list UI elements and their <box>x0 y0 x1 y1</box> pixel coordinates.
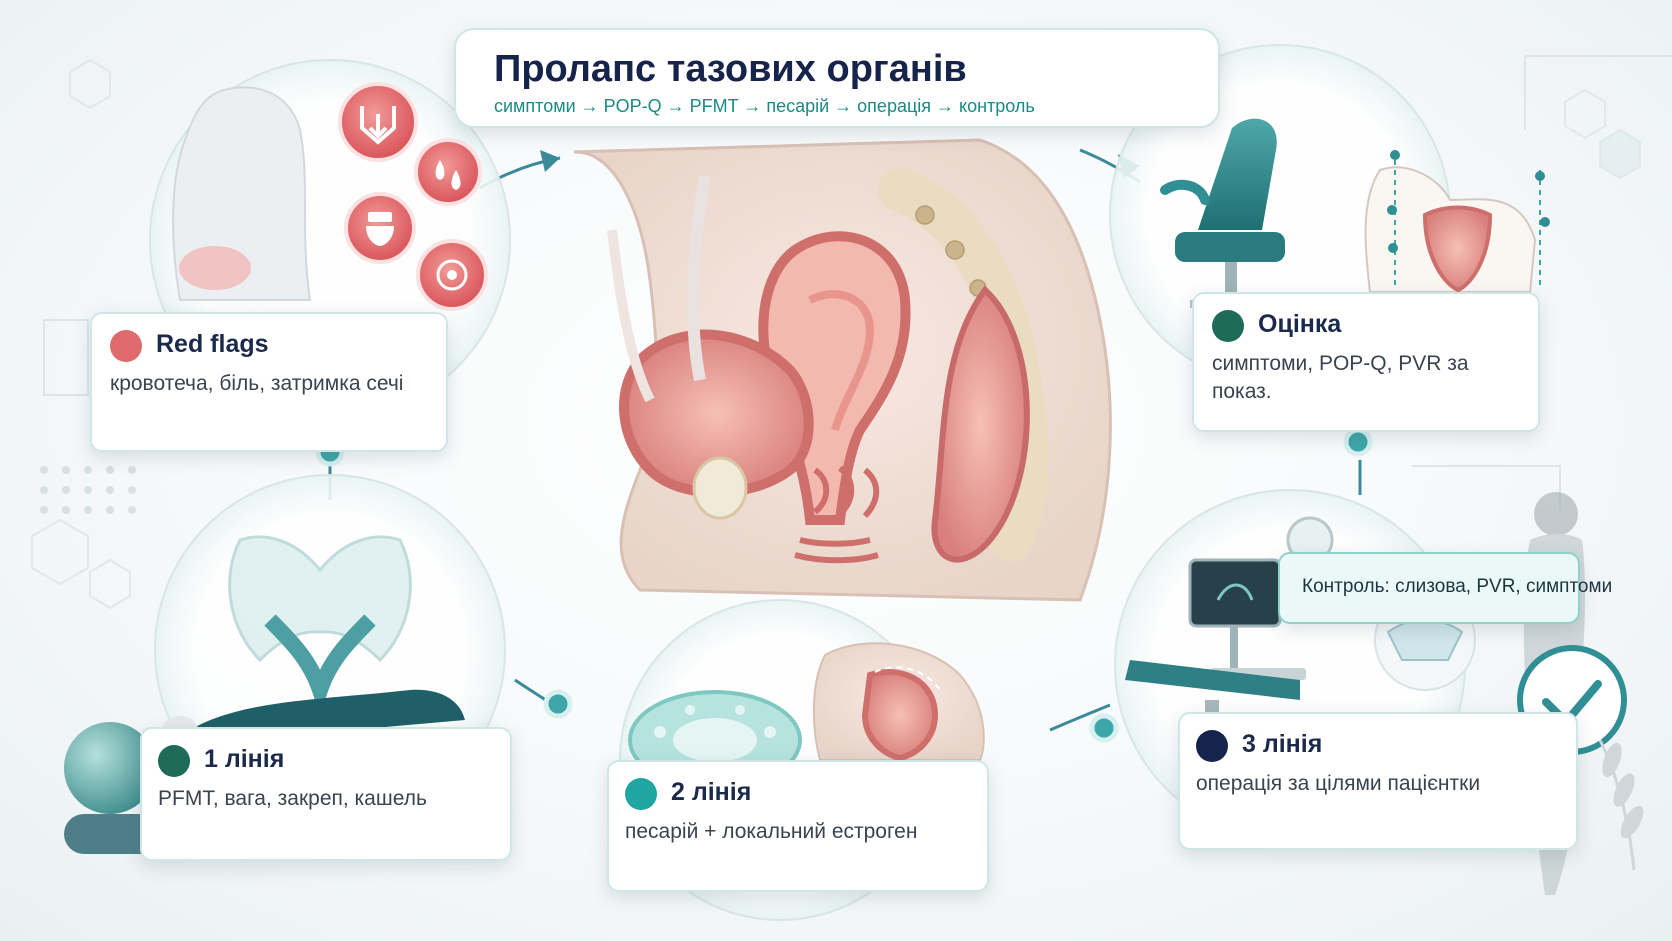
pelvis-xray-illustration <box>228 535 412 716</box>
card-line2-text: песарій + локальний естроген <box>625 820 918 843</box>
card-assessment: Оцінка симптоми, POP-Q, PVR за показ. <box>1192 292 1540 432</box>
prolapse-arrow-icon <box>338 82 418 162</box>
card-assessment-title: Оцінка <box>1258 310 1342 338</box>
pessary-anatomy-illustration <box>812 642 985 762</box>
card-line1: 1 лінія PFMT, вага, закреп, кашель <box>140 727 512 861</box>
decor-hexagons <box>31 58 1641 610</box>
card-line3-text: операція за цілями пацієнтки <box>1196 772 1481 795</box>
pain-target-icon <box>416 239 488 311</box>
flow-subtitle: симптоми → POP-Q → PFMT → песарій → опер… <box>494 96 1035 116</box>
page-title: Пролапс тазових органів <box>494 48 967 90</box>
exam-chair-icon <box>1160 118 1285 308</box>
card-assessment-text: симптоми, POP-Q, PVR за показ. <box>1212 352 1469 403</box>
card-line1-text: PFMT, вага, закреп, кашель <box>158 787 427 810</box>
title-card: Пролапс тазових органів симптоми → POP-Q… <box>454 28 1220 128</box>
card-line2: 2 лінія песарій + локальний естроген <box>607 760 989 892</box>
card-red-flags-text: кровотеча, біль, затримка сечі <box>110 372 404 395</box>
card-line3-title: 3 лінія <box>1242 730 1323 758</box>
status-dot-red <box>110 330 142 362</box>
status-dot-green <box>158 745 190 777</box>
droplets-icon <box>414 138 482 206</box>
status-dot-teal <box>625 778 657 810</box>
popq-diagram <box>1364 150 1550 293</box>
card-line3: 3 лінія операція за цілями пацієнтки <box>1178 712 1578 850</box>
status-dot-green <box>1212 310 1244 342</box>
decor-dot-grid <box>40 466 136 514</box>
card-line1-title: 1 лінія <box>204 745 285 773</box>
central-anatomy-illustration <box>573 138 1112 602</box>
card-red-flags-title: Red flags <box>156 330 269 358</box>
status-dot-navy <box>1196 730 1228 762</box>
control-note: Контроль: слизова, PVR, симптоми <box>1278 552 1612 624</box>
card-red-flags: Red flags кровотеча, біль, затримка сечі <box>90 312 448 452</box>
card-line2-title: 2 лінія <box>671 778 752 806</box>
torso-figure <box>172 86 312 301</box>
control-text: Контроль: слизова, PVR, симптоми <box>1302 576 1613 597</box>
laurel-icon <box>1598 739 1644 871</box>
toilet-icon <box>344 192 416 264</box>
